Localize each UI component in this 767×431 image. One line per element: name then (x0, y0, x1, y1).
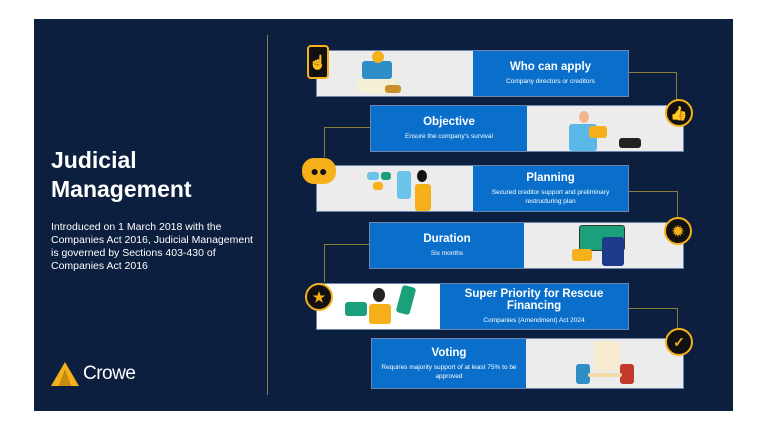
divider (267, 35, 268, 395)
step-heading: Duration (423, 233, 471, 245)
step-text-block: Who can apply Company directors or credi… (473, 51, 628, 96)
page-title: Judicial Management (51, 147, 192, 202)
step-description: Companies (Amendment) Act 2024 (483, 317, 585, 324)
illustration-voting (526, 339, 683, 388)
step-description: Six months (430, 250, 464, 257)
illustration-whiteboard (524, 223, 683, 268)
step-card-super-priority: Super Priority for Rescue Financing Comp… (316, 283, 629, 330)
step-text-block: Objective Ensure the company's survival (371, 106, 527, 151)
step-heading: Super Priority for Rescue Financing (464, 288, 604, 312)
pointing-hand-icon: ☝ (307, 45, 329, 79)
connector (627, 72, 676, 73)
connector (677, 191, 678, 217)
step-card-who-can-apply: Who can apply Company directors or credi… (316, 50, 629, 97)
illustration-tablet (527, 106, 683, 151)
step-card-planning: Planning Secured creditor support and pr… (316, 165, 629, 212)
connector (677, 308, 678, 330)
intro-text: Introduced on 1 March 2018 with the Comp… (51, 221, 253, 272)
crowe-logo-icon (51, 362, 79, 386)
connector (627, 191, 677, 192)
illustration-judge (317, 51, 473, 96)
step-heading: Objective (423, 116, 475, 128)
step-heading: Who can apply (509, 61, 592, 73)
step-heading: Voting (431, 346, 467, 359)
illustration-planning (317, 166, 473, 211)
connector (324, 244, 369, 245)
logo-text: Crowe (83, 363, 136, 384)
connector (324, 127, 370, 128)
illustration-financing (317, 284, 440, 329)
connector (324, 127, 325, 157)
step-card-objective: Objective Ensure the company's survival (370, 105, 684, 152)
step-heading: Planning (526, 171, 575, 184)
connector (324, 244, 325, 282)
thumbs-up-icon: 👍 (665, 99, 693, 127)
step-card-voting: Voting Requires majority support of at l… (371, 338, 684, 389)
step-text-block: Duration Six months (370, 223, 524, 268)
connector (627, 308, 677, 309)
alarm-icon: ✹ (664, 217, 692, 245)
step-description: Requires majority support of at least 75… (381, 363, 517, 380)
step-description: Company directors or creditors (506, 78, 595, 85)
step-description: Secured creditor support and preliminary… (491, 188, 610, 205)
step-card-duration: Duration Six months (369, 222, 684, 269)
eyes-icon: ●● (302, 158, 336, 184)
step-text-block: Voting Requires majority support of at l… (372, 339, 526, 388)
step-text-block: Planning Secured creditor support and pr… (473, 166, 628, 211)
step-text-block: Super Priority for Rescue Financing Comp… (440, 284, 628, 329)
star-icon: ★ (305, 283, 333, 311)
step-description: Ensure the company's survival (405, 133, 493, 140)
connector (676, 72, 677, 102)
checkmark-icon: ✓ (665, 328, 693, 356)
crowe-logo: Crowe (51, 362, 136, 386)
